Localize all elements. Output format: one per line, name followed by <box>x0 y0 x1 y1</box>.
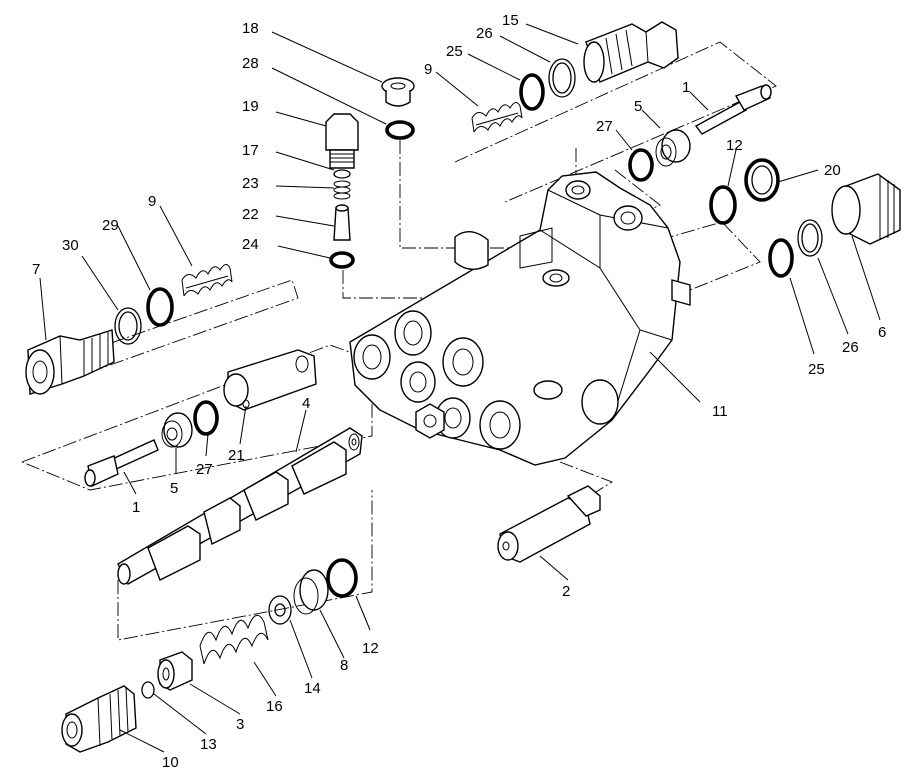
callout-30: 30 <box>62 237 79 254</box>
part-30-washer <box>114 307 142 345</box>
callout-27-left: 27 <box>196 461 213 478</box>
callout-1-left: 1 <box>132 499 140 516</box>
part-13-ring <box>141 681 155 699</box>
part-4-spool <box>117 427 363 585</box>
part-10-cap <box>61 685 137 753</box>
callout-17: 17 <box>242 142 259 159</box>
callout-18: 18 <box>242 20 259 37</box>
part-1-plunger-left <box>84 439 159 488</box>
part-16-spring <box>199 614 269 665</box>
callout-3: 3 <box>236 716 244 733</box>
callout-11: 11 <box>712 403 728 420</box>
part-20-seal <box>744 158 780 202</box>
part-27-oring-right <box>628 148 654 182</box>
part-7-fitting <box>25 329 115 395</box>
part-9-spring-top <box>471 102 523 133</box>
part-5-seat-right <box>655 129 691 167</box>
callout-26-top: 26 <box>476 25 493 42</box>
part-23-spring <box>333 180 351 200</box>
part-3-spacer <box>157 651 193 691</box>
part-29-oring <box>146 287 174 327</box>
part-15-fitting <box>583 21 679 83</box>
part-14-washer <box>268 595 292 625</box>
part-6-plug <box>831 173 901 245</box>
callout-7: 7 <box>32 261 40 278</box>
part-25-oring-top <box>519 73 545 111</box>
part-18-plug <box>381 77 415 107</box>
callout-5-right: 5 <box>634 98 642 115</box>
callout-labels: 18 28 19 17 23 22 24 9 25 26 15 1 5 27 1… <box>32 12 886 771</box>
callout-15: 15 <box>502 12 519 29</box>
part-28-oring <box>385 120 415 140</box>
callout-16: 16 <box>266 698 283 715</box>
part-17-ring <box>333 169 351 179</box>
callout-9-top: 9 <box>424 61 432 78</box>
part-26-washer-top <box>548 58 576 98</box>
callout-12-right: 12 <box>726 137 743 154</box>
part-21-piston <box>223 349 317 411</box>
callout-29: 29 <box>102 217 119 234</box>
callout-2: 2 <box>562 583 570 600</box>
callout-27-right: 27 <box>596 118 613 135</box>
part-12-oring-right <box>709 185 737 225</box>
callout-21: 21 <box>228 447 245 464</box>
callout-8: 8 <box>340 657 348 674</box>
callout-5-left: 5 <box>170 480 178 497</box>
part-5-seat-left <box>161 412 193 448</box>
callout-13: 13 <box>200 736 217 753</box>
callout-24: 24 <box>242 236 259 253</box>
valve-body <box>349 171 691 466</box>
part-22-poppet <box>333 204 351 241</box>
callout-9-left: 9 <box>148 193 156 210</box>
part-19-cap <box>325 113 359 169</box>
part-12-oring-bottom <box>326 558 358 598</box>
part-26-washer-right <box>797 219 823 257</box>
callout-6: 6 <box>878 324 886 341</box>
callout-22: 22 <box>242 206 259 223</box>
part-8-retainer <box>293 569 329 615</box>
callout-20: 20 <box>824 162 841 179</box>
part-27-oring-left <box>193 400 219 436</box>
callout-10: 10 <box>162 754 179 771</box>
callout-1-right: 1 <box>682 79 690 96</box>
callout-26-right: 26 <box>842 339 859 356</box>
part-25-oring-right <box>768 238 794 278</box>
callout-23: 23 <box>242 175 259 192</box>
part-9-spring-left <box>181 264 233 297</box>
part-1-plunger-right <box>694 84 772 135</box>
callout-25-top: 25 <box>446 43 463 60</box>
callout-12-bottom: 12 <box>362 640 379 657</box>
part-2-cap <box>497 485 601 563</box>
part-24-oring <box>329 251 355 269</box>
callout-4: 4 <box>302 395 310 412</box>
callout-19: 19 <box>242 98 259 115</box>
leader-lines <box>39 23 881 753</box>
callout-25-right: 25 <box>808 361 825 378</box>
callout-28: 28 <box>242 55 259 72</box>
callout-14: 14 <box>304 680 321 697</box>
